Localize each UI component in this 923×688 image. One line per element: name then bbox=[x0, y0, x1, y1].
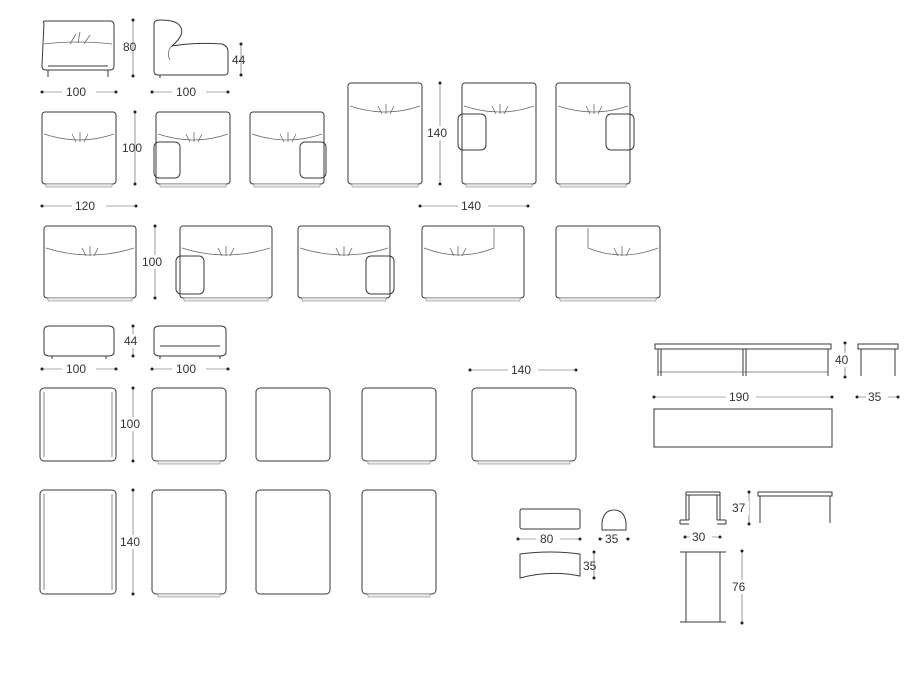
side-table-length-label: 76 bbox=[732, 580, 746, 594]
side-table-elevation bbox=[679, 491, 727, 525]
dim-pouf-width-a: 100 bbox=[40, 362, 118, 376]
dim-side-table-length: 76 bbox=[731, 549, 751, 625]
pouf-height-label: 44 bbox=[124, 334, 138, 348]
side-table-height-label: 37 bbox=[732, 501, 746, 515]
pouf-side-elevation bbox=[153, 325, 227, 359]
pouf-large-width-label: 140 bbox=[511, 363, 531, 377]
dim-module-depth-140: 140 bbox=[426, 81, 454, 186]
dim-side-table-width: 30 bbox=[683, 530, 722, 544]
pouf-plan-100-c bbox=[255, 387, 331, 462]
pouf-front-elevation bbox=[43, 325, 115, 359]
module-depth-100-label: 100 bbox=[122, 141, 142, 155]
side-table-plan bbox=[680, 551, 726, 623]
module-plan-arm-left bbox=[153, 111, 231, 188]
dim-bench-depth: 35 bbox=[598, 532, 630, 546]
pouf-plan-140-d bbox=[361, 489, 437, 598]
module-width-120-label: 120 bbox=[75, 199, 95, 213]
module-plan-wide bbox=[43, 225, 137, 302]
pouf-plan-140-c bbox=[255, 489, 331, 595]
long-table-elevation bbox=[654, 343, 832, 376]
bench-plan bbox=[519, 551, 581, 579]
dim-corner-depth: 100 bbox=[141, 224, 167, 300]
dim-pouf-top-depth: 100 bbox=[119, 386, 147, 463]
dim-pouf-large-width: 140 bbox=[468, 363, 578, 377]
long-table-depth-label: 35 bbox=[868, 390, 882, 404]
pouf-plan-140-wide bbox=[471, 387, 577, 465]
bench-width-label: 80 bbox=[540, 532, 554, 546]
bench-depth-label: 35 bbox=[605, 532, 619, 546]
long-table-end-elevation bbox=[857, 343, 899, 376]
module-depth-140-label: 140 bbox=[427, 126, 447, 140]
side-width-label: 100 bbox=[176, 85, 196, 99]
sofa-front-width-label: 100 bbox=[66, 85, 86, 99]
bench-side-label: 35 bbox=[583, 559, 597, 573]
sofa-front-elevation bbox=[41, 20, 115, 77]
dim-pouf-large-depth: 140 bbox=[119, 488, 147, 596]
module-plan-140-arm-left bbox=[457, 82, 537, 188]
dim-module-width-140: 140 bbox=[418, 199, 530, 213]
module-plan-corner-right bbox=[555, 225, 661, 302]
corner-depth-label: 100 bbox=[142, 255, 162, 269]
pouf-large-depth-label: 140 bbox=[120, 535, 140, 549]
dim-pouf-height: 44 bbox=[124, 324, 142, 358]
dim-side-width: 100 bbox=[150, 85, 230, 99]
dim-pouf-width-b: 100 bbox=[150, 362, 230, 376]
pouf-top-depth-label: 100 bbox=[120, 417, 140, 431]
dim-sofa-front-width: 100 bbox=[40, 85, 118, 99]
pouf-width-b-label: 100 bbox=[176, 362, 196, 376]
dim-long-table-width: 190 bbox=[652, 390, 834, 404]
module-plan-wide-arm-right bbox=[297, 225, 395, 302]
module-width-140-label: 140 bbox=[461, 199, 481, 213]
dim-long-table-height: 40 bbox=[835, 341, 853, 379]
dim-side-height: 44 bbox=[232, 42, 246, 77]
dim-module-width-120: 120 bbox=[40, 199, 138, 213]
long-table-plan bbox=[653, 408, 833, 448]
module-plan-wide-arm-left bbox=[175, 225, 273, 302]
pouf-plan-100-a bbox=[39, 387, 117, 462]
pouf-plan-100-d bbox=[361, 387, 437, 465]
module-plan-arm-right bbox=[249, 111, 327, 188]
dim-bench-side: 35 bbox=[583, 550, 597, 580]
module-plan-120 bbox=[41, 111, 117, 188]
module-plan-140 bbox=[347, 82, 423, 188]
dim-bench-width: 80 bbox=[516, 532, 582, 546]
bench-end-elevation bbox=[601, 509, 627, 531]
bench-elevation bbox=[519, 508, 581, 530]
sofa-height-label: 80 bbox=[123, 40, 137, 54]
dim-sofa-height: 80 bbox=[123, 18, 137, 78]
module-plan-140-arm-right bbox=[555, 82, 635, 188]
side-height-label: 44 bbox=[232, 53, 246, 67]
dim-long-table-depth: 35 bbox=[855, 390, 900, 404]
pouf-width-a-label: 100 bbox=[66, 362, 86, 376]
long-table-height-label: 40 bbox=[835, 353, 849, 367]
side-table-width-label: 30 bbox=[692, 530, 706, 544]
sofa-side-elevation bbox=[153, 19, 229, 78]
module-plan-corner-left bbox=[421, 225, 525, 302]
long-table-width-label: 190 bbox=[729, 390, 749, 404]
pouf-plan-100-b bbox=[151, 387, 227, 465]
dim-module-depth-100: 100 bbox=[122, 110, 142, 186]
side-table-long-elevation bbox=[757, 491, 833, 523]
pouf-plan-140-b bbox=[151, 489, 227, 598]
pouf-plan-140-a bbox=[39, 489, 117, 595]
dim-side-table-height: 37 bbox=[731, 490, 751, 526]
